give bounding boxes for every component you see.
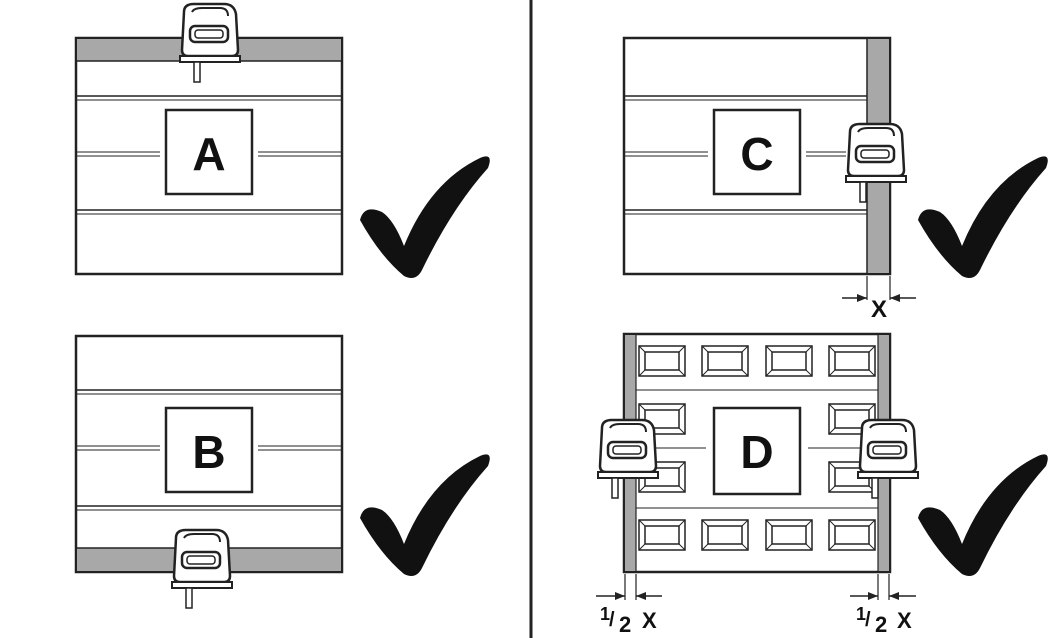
fraction-slash-left: /: [609, 609, 615, 631]
fraction-var-left: X: [642, 608, 657, 633]
dimension-half-x-left: 1 / 2 X: [596, 574, 662, 637]
jigsaw-icon: [170, 528, 234, 610]
dimension-x-label: X: [871, 296, 887, 323]
fraction-slash-right: /: [865, 609, 871, 631]
panel-c: C X: [622, 36, 1048, 323]
checkmark-icon: [360, 454, 490, 576]
panel-b: B: [74, 334, 490, 610]
dimension-x: X: [842, 276, 916, 323]
label-box-b: [164, 406, 254, 494]
panel-d: D 1 / 2 X 1 / 2 X: [596, 332, 1048, 637]
dimension-half-x-right: 1 / 2 X: [850, 574, 916, 637]
label-a: A: [192, 128, 225, 180]
label-box-d: [712, 406, 802, 496]
fraction-num-left: 1: [600, 604, 610, 624]
fraction-var-right: X: [897, 608, 912, 633]
checkmark-icon: [918, 454, 1048, 576]
fraction-den-right: 2: [875, 612, 887, 637]
fraction-num-right: 1: [856, 604, 866, 624]
checkmark-icon: [360, 156, 490, 278]
panel-a: A: [74, 2, 490, 278]
fraction-den-left: 2: [619, 612, 631, 637]
label-c: C: [740, 128, 773, 180]
label-d: D: [740, 426, 773, 478]
label-box-c: [712, 108, 802, 196]
label-b: B: [192, 426, 225, 478]
label-box-a: [164, 108, 254, 196]
checkmark-icon: [918, 156, 1048, 278]
